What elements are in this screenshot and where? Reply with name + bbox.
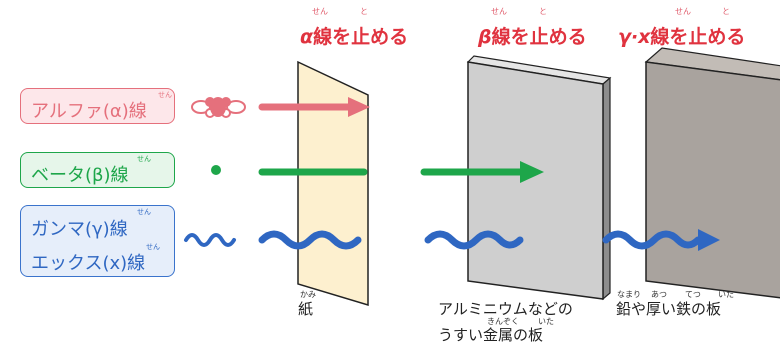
aluminum-caption-line1: アルミニウムなどの [438, 300, 573, 318]
title-paper-furigana-sen: せん [312, 7, 328, 16]
lead-caption: 鉛や厚い鉄の板 [616, 300, 722, 318]
title-beta-greek: β [478, 26, 492, 48]
gamma-x-ray-label: せん ガンマ(γ)線 せん エックス(x)線 [20, 205, 175, 277]
title-beta-rest: 線を止める [491, 26, 587, 48]
lead-caption-furigana-ita: いた [718, 290, 734, 299]
lead-caption-furigana-tetsu: てつ [685, 290, 701, 299]
beta-arrow-head [520, 161, 544, 183]
alpha-ray-label: せん アルファ(α)線 [20, 88, 175, 124]
aluminum-plate-side [602, 76, 611, 301]
x-ray-label-text: エックス(x)線 [31, 253, 146, 274]
title-stop-beta: β線を止める [478, 22, 587, 49]
lead-caption-furigana-namari: なまり [617, 290, 641, 299]
paper-panel [297, 60, 369, 307]
lead-caption-furigana-atsu: あつ [651, 290, 667, 299]
x-ray-furigana: せん [146, 243, 160, 251]
title-gamma-greek: γ·x [618, 26, 651, 48]
aluminum-caption-furigana-kin: きん [487, 317, 503, 326]
title-lead-furigana-to: と [722, 7, 730, 16]
title-aluminum-furigana-sen: せん [491, 7, 507, 16]
gamma-wave-segment-2 [424, 230, 524, 250]
alpha-particle [191, 97, 246, 118]
gamma-wave-thin [184, 233, 236, 247]
aluminum-caption-furigana-ita: いた [538, 317, 554, 326]
alpha-ray-furigana: せん [158, 91, 172, 99]
title-aluminum-furigana-to: と [539, 7, 547, 16]
title-alpha-greek: α [300, 26, 314, 48]
title-gamma-rest: 線を止める [650, 26, 746, 48]
title-alpha-rest: 線を止める [313, 26, 409, 48]
lead-plate-front [645, 61, 780, 299]
title-stop-gamma-x: γ·x線を止める [618, 22, 745, 49]
title-paper-furigana-to: と [360, 7, 368, 16]
alpha-ray-label-text: アルファ(α)線 [31, 101, 147, 122]
beta-ray-label-text: ベータ(β)線 [31, 165, 129, 186]
paper-caption-furigana: かみ [300, 290, 316, 299]
beta-ray-furigana: せん [137, 155, 151, 163]
gamma-arrow-head [698, 229, 720, 251]
gamma-ray-label-text: ガンマ(γ)線 [31, 219, 128, 240]
title-lead-furigana-sen: せん [675, 7, 691, 16]
paper-caption: 紙 [298, 300, 314, 318]
title-stop-alpha: α線を止める [300, 22, 408, 49]
gamma-wave-segment-1 [258, 230, 362, 250]
aluminum-caption-furigana-zoku: ぞく [503, 317, 519, 326]
gamma-ray-furigana: せん [137, 208, 151, 216]
gamma-wave-segment-3 [602, 230, 702, 250]
alpha-arrow-head [348, 97, 370, 117]
aluminum-plate-front [467, 61, 604, 300]
aluminum-caption-line2: うすい金属の板 [438, 326, 544, 344]
beta-ray-label: せん ベータ(β)線 [20, 152, 175, 188]
beta-particle [211, 165, 221, 175]
